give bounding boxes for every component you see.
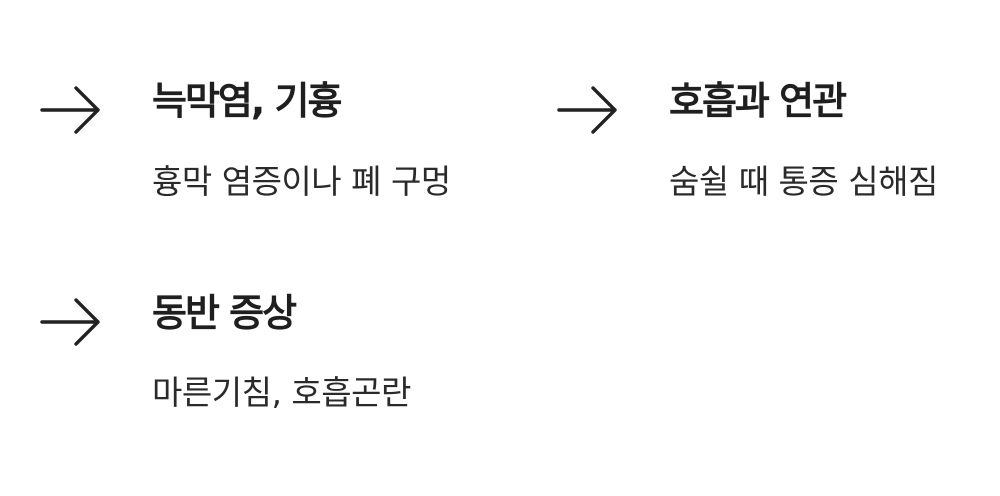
arrow-right-icon	[557, 84, 619, 136]
item-description: 마른기침, 호흡곤란	[152, 373, 411, 412]
item-title: 호흡과 연관	[669, 79, 847, 123]
item-description: 숨쉴 때 통증 심해짐	[669, 162, 938, 201]
arrow-right-icon	[40, 296, 102, 348]
item-title: 늑막염, 기흉	[152, 79, 342, 123]
item-description: 흉막 염증이나 폐 구멍	[152, 162, 451, 201]
arrow-right-icon	[40, 84, 102, 136]
item-title: 동반 증상	[152, 291, 297, 335]
